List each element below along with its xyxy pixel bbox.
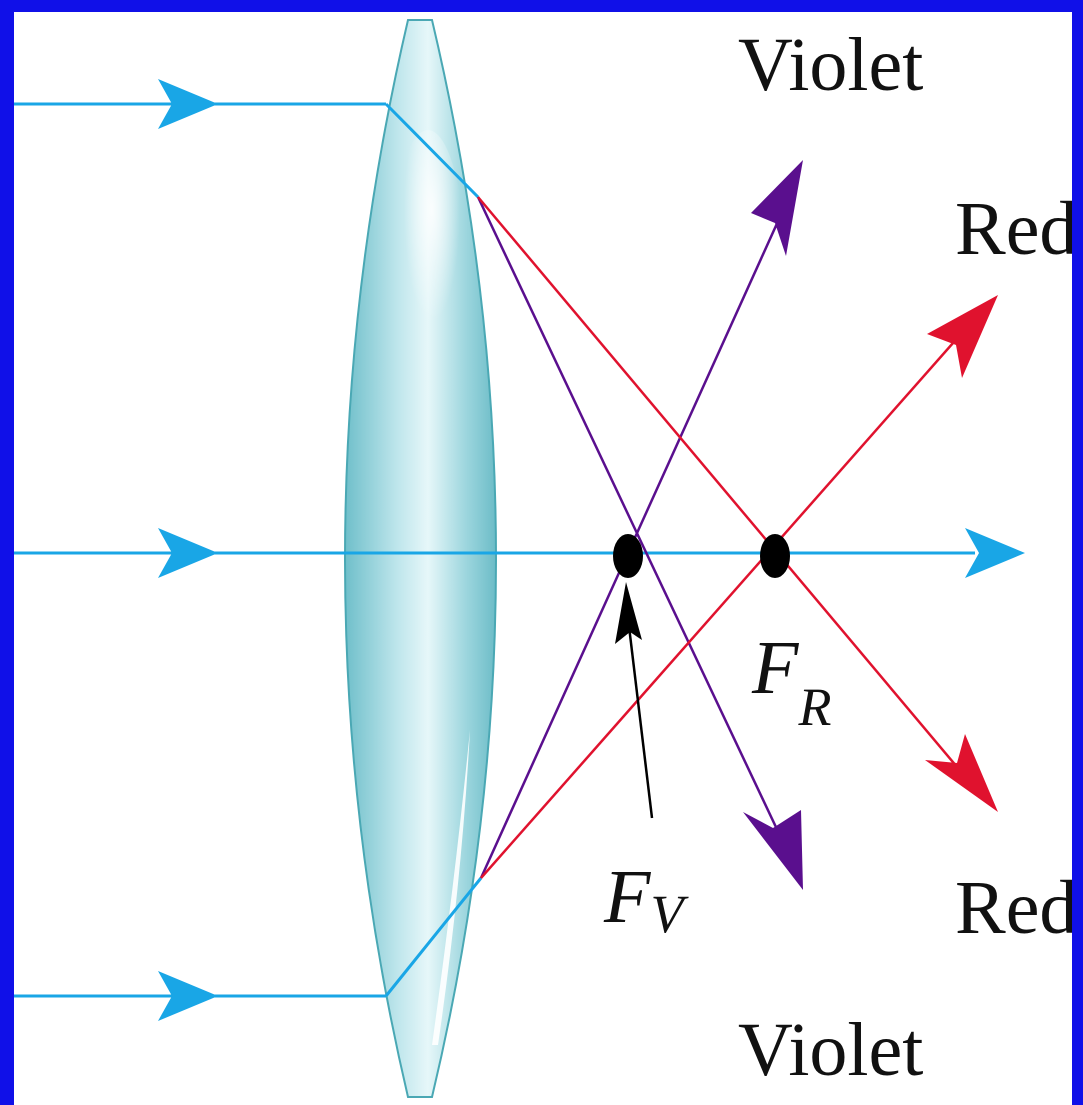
red-rays xyxy=(477,196,969,879)
focal-points xyxy=(613,534,790,578)
incident-arrowheads xyxy=(158,79,1025,1021)
focal-violet-main: F xyxy=(603,855,652,939)
label-focal-violet: FV xyxy=(603,855,689,944)
chromatic-aberration-diagram: Violet Red Red Violet FV FR xyxy=(14,19,1072,1098)
arrowhead-icon xyxy=(158,971,218,1021)
violet-focal-point xyxy=(613,534,643,578)
convex-lens xyxy=(344,19,497,1098)
label-violet-bottom: Violet xyxy=(738,1008,923,1092)
arrowhead-icon xyxy=(615,582,642,644)
arrowhead-icon xyxy=(158,79,218,129)
violet-arrowheads xyxy=(743,160,803,890)
arrowhead-icon xyxy=(925,734,998,812)
arrowhead-icon xyxy=(158,528,218,578)
violet-ray-top-to-bottom xyxy=(476,196,785,843)
refracted-ray-inside-lens-bottom xyxy=(384,877,483,997)
label-violet-top: Violet xyxy=(738,23,923,107)
red-focal-point xyxy=(760,534,790,578)
focal-violet-sub: V xyxy=(650,884,689,944)
red-ray-top-to-bottom xyxy=(477,196,969,781)
label-red-bottom: Red xyxy=(955,866,1072,950)
focal-violet-pointer xyxy=(615,582,654,819)
label-focal-red: FR xyxy=(751,626,831,737)
label-red-top: Red xyxy=(955,187,1072,271)
red-ray-bottom-to-top xyxy=(480,325,969,879)
arrowhead-icon xyxy=(927,295,998,378)
arrowhead-icon xyxy=(751,160,803,256)
refracted-ray-inside-lens-top xyxy=(384,102,480,199)
red-arrowheads xyxy=(925,295,998,812)
focal-red-sub: R xyxy=(797,677,831,737)
diagram-canvas: Violet Red Red Violet FV FR xyxy=(14,12,1072,1105)
arrowhead-icon xyxy=(965,528,1025,578)
focal-red-main: F xyxy=(751,626,800,710)
arrowhead-icon xyxy=(743,810,803,890)
